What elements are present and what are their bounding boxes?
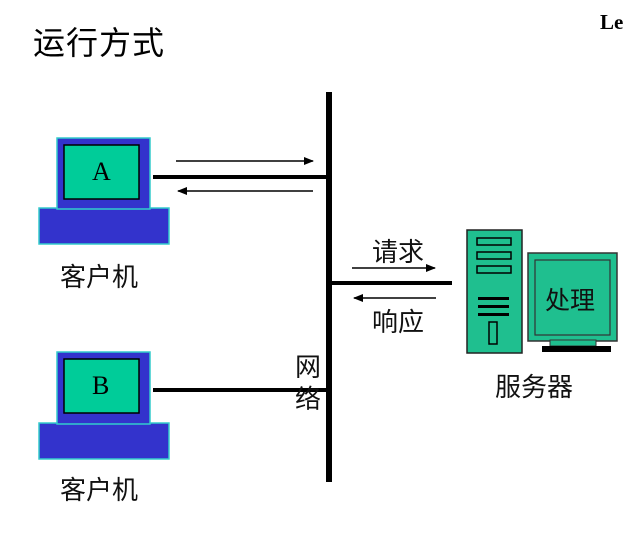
slide-title: 运行方式 — [33, 24, 166, 62]
client-b-caption: 客户机 — [60, 476, 139, 506]
network-label: 网 络 — [295, 352, 321, 416]
server-caption: 服务器 — [495, 373, 574, 403]
client-b-screen — [63, 358, 140, 414]
client-a-screen-label: A — [92, 157, 111, 186]
client-b-computer — [38, 351, 170, 460]
client-a-caption: 客户机 — [60, 263, 139, 293]
network-label-char-2: 络 — [295, 385, 322, 415]
network-backbone-line — [326, 92, 332, 482]
client-a-link-line — [153, 175, 328, 179]
client-a-computer — [38, 137, 170, 245]
client-a-base — [38, 207, 170, 245]
client-b-screen-label: B — [92, 371, 110, 400]
client-b-link-line — [153, 388, 328, 392]
server-link-line — [330, 281, 452, 285]
server-monitor — [527, 252, 618, 352]
corner-text: Le — [600, 10, 624, 34]
client-b-base — [38, 422, 170, 460]
request-label: 请求 — [372, 238, 425, 268]
server-tower — [466, 229, 523, 354]
network-label-char-1: 网 — [295, 353, 322, 383]
client-a-screen — [63, 144, 140, 200]
server-monitor-text: 处理 — [545, 286, 596, 315]
response-label: 响应 — [372, 308, 425, 338]
